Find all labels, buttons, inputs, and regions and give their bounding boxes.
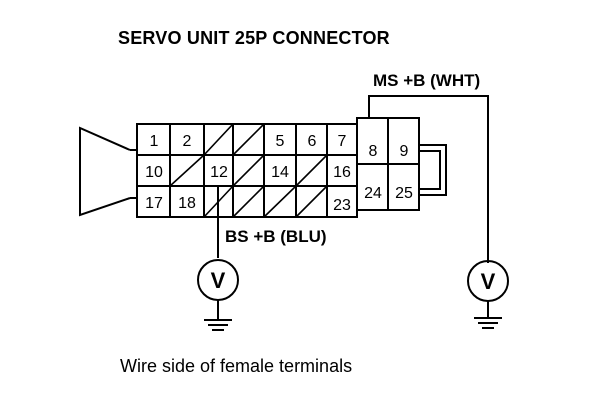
bs-label: BS +B (BLU) [225,227,327,246]
pin-5: 5 [276,133,285,150]
connector-bracket [130,149,138,199]
ground-right [474,317,502,329]
pin-23: 23 [333,197,351,214]
voltmeter-right-symbol: V [481,269,496,294]
pin-25: 25 [395,185,413,202]
pin-17: 17 [145,195,163,212]
pin-2: 2 [183,133,192,150]
pin-8: 8 [369,143,378,160]
ms-label: MS +B (WHT) [373,71,480,90]
voltmeter-left-symbol: V [211,268,226,293]
pin-1: 1 [150,133,159,150]
pin-14: 14 [271,164,289,181]
ms-wire [368,95,489,263]
pin-16: 16 [333,164,351,181]
pin-6: 6 [308,133,317,150]
pin-7: 7 [338,133,347,150]
empty-cavities [169,123,328,218]
pin-12: 12 [210,164,228,181]
pin-18: 18 [178,195,196,212]
connector-housing [79,126,131,217]
jumper-wire [419,144,447,196]
pin-9: 9 [400,143,409,160]
diagram-caption: Wire side of female terminals [120,356,353,376]
pin-24: 24 [364,185,382,202]
diagram-title: SERVO UNIT 25P CONNECTOR [118,28,390,48]
pin-10: 10 [145,164,163,181]
ground-left [204,319,232,331]
